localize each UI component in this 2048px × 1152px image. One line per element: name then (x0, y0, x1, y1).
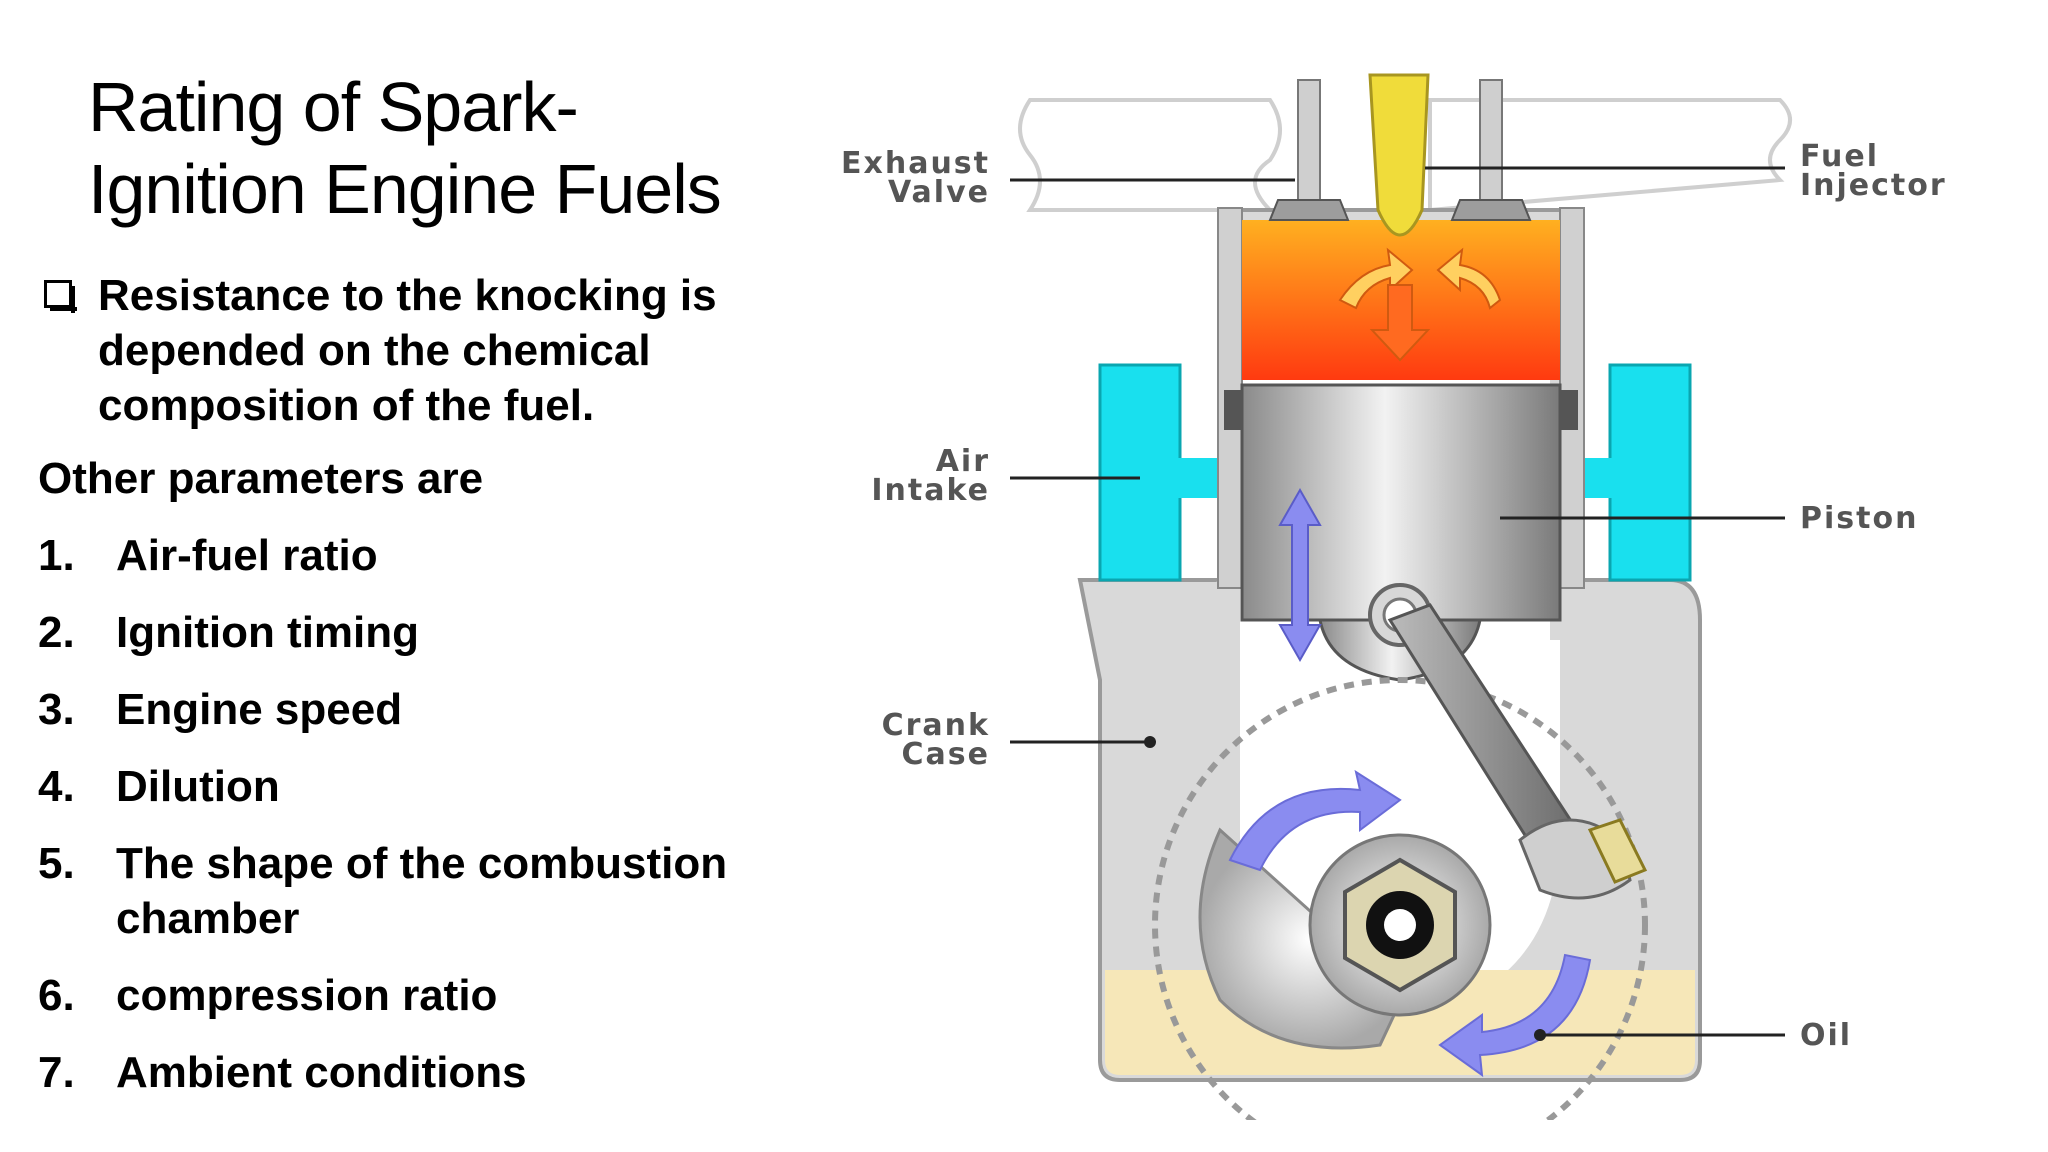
crank-path (1152, 677, 1648, 1120)
piston-motion-arrow (1278, 487, 1322, 663)
exhaust-duct (1018, 98, 1282, 212)
fuel-label-line-1: Fuel (1800, 139, 1879, 174)
engine-diagram: Exhaust Valve Fuel Injector Air Intake P… (841, 73, 1947, 1120)
list-text: compression ratio (116, 971, 498, 1020)
piston-label: Piston (1800, 501, 1918, 536)
list-number: 6. (38, 971, 75, 1020)
combustion-arrow-left (1338, 247, 1414, 310)
rotation-arrow-bottom (1438, 953, 1592, 1078)
list-item: 3. Engine speed (38, 682, 798, 737)
parameter-list: 1. Air-fuel ratio 2. Ignition timing 3. Eng… (38, 528, 798, 1100)
content-body: Resistance to the knocking is depended o… (38, 268, 798, 1122)
list-number: 7. (38, 1048, 75, 1097)
list-number: 1. (38, 531, 75, 580)
crank-label-line-2: Case (902, 737, 990, 772)
intake-duct (1428, 98, 1792, 213)
lead-text: Other parameters are (38, 454, 484, 503)
bullet-line-3: composition of the fuel. (98, 381, 595, 430)
list-text: Air-fuel ratio (116, 531, 378, 580)
bullet-line-1: Resistance to the knocking is (98, 271, 717, 320)
combustion-arrow-down (1369, 284, 1431, 362)
list-number: 4. (38, 762, 75, 811)
air-intake-left (1098, 363, 1182, 582)
air-intake-right (1608, 363, 1692, 582)
list-text: Ignition timing (116, 608, 420, 657)
combustion-arrow-right (1436, 247, 1502, 310)
list-number: 2. (38, 608, 75, 657)
list-text-line-2: chamber (116, 894, 300, 943)
oil-label: Oil (1800, 1018, 1852, 1053)
list-text: Dilution (116, 762, 280, 811)
fuel-label-line-2: Injector (1800, 168, 1947, 203)
rotation-arrow-top (1228, 769, 1402, 872)
list-text: Engine speed (116, 685, 403, 734)
exhaust-valve-head (1268, 199, 1350, 221)
intake-valve-head (1450, 199, 1532, 221)
list-item: 6. compression ratio (38, 968, 798, 1023)
list-text: Ambient conditions (116, 1048, 527, 1097)
exhaust-label-line-2: Valve (888, 175, 990, 210)
air-label-line-1: Air (936, 444, 990, 479)
piston-ring-left (1224, 390, 1242, 430)
fuel-injector (1368, 73, 1430, 237)
crank-label-line-1: Crank (882, 708, 990, 743)
slide-title: Rating of Spark- Ignition Engine Fuels (88, 66, 788, 230)
list-item: 4. Dilution (38, 759, 798, 814)
piston-ring-right (1560, 390, 1578, 430)
list-text-line-1: The shape of the combustion (116, 839, 728, 888)
title-line-2: Ignition Engine Fuels (88, 150, 722, 228)
air-label-line-2: Intake (871, 473, 990, 508)
list-number: 5. (38, 839, 75, 888)
exhaust-label-line-1: Exhaust (841, 146, 990, 181)
list-item: 2. Ignition timing (38, 605, 798, 660)
list-item: 7. Ambient conditions (38, 1045, 798, 1100)
checkbox-bullet: Resistance to the knocking is depended o… (38, 268, 798, 433)
title-line-1: Rating of Spark- (88, 68, 579, 146)
checkbox-icon (44, 280, 77, 313)
list-number: 3. (38, 685, 75, 734)
intake-valve-stem (1479, 79, 1503, 201)
bullet-line-2: depended on the chemical (98, 326, 651, 375)
exhaust-valve-stem (1297, 79, 1321, 201)
list-item: 5. The shape of the combustion chamber (38, 836, 798, 946)
list-item: 1. Air-fuel ratio (38, 528, 798, 583)
